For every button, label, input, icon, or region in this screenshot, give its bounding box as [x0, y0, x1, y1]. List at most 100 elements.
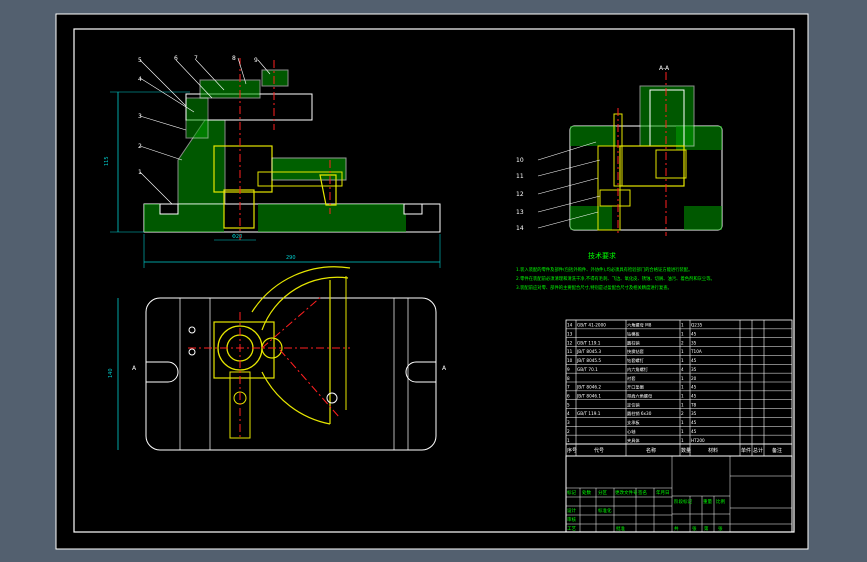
bom-cell: 圆柱销 — [627, 339, 640, 346]
bom-header: 数量 — [681, 447, 691, 454]
title-label: 设计 — [567, 507, 576, 514]
bom-cell: 1 — [681, 358, 684, 363]
bom-cell: 支承板 — [627, 419, 640, 426]
bom-cell: 8 — [567, 376, 570, 381]
bom-cell: 45 — [691, 429, 697, 434]
bom-cell: 35 — [691, 367, 697, 372]
title-label: 比例 — [716, 498, 725, 505]
bom-cell: 13 — [567, 332, 573, 337]
title-label: 阶段标记 — [674, 498, 692, 505]
title-label: 更改文件号 — [615, 489, 638, 496]
bom-cell: 45 — [691, 332, 697, 337]
front-callouts: 4 6 5 8 7 9 3 2 1 — [138, 55, 258, 176]
bom-cell: 4 — [567, 411, 570, 416]
bom-cell: 六角螺母 M8 — [627, 322, 652, 329]
title-label: 批准 — [616, 525, 625, 532]
dim-bore: Φ20 — [232, 234, 242, 240]
bom-cell: 1 — [681, 420, 684, 425]
view-marker-left: A — [132, 365, 137, 372]
title-label: 第 — [704, 525, 709, 532]
inner-frame — [73, 28, 795, 533]
tech-req-item: 1.装入装配的零件及部件(包括外购件、外协件),均必须具有检验部门的合格证方能进… — [516, 266, 692, 273]
title-label: 工艺 — [567, 526, 576, 532]
bom-cell: 1 — [567, 438, 570, 443]
bom-cell: 1 — [681, 332, 684, 337]
bom-header: 序号 — [567, 447, 577, 454]
dim-plan-height: 140 — [108, 368, 114, 378]
bom-cell: 1 — [681, 394, 684, 399]
bom-cell: 1 — [681, 349, 684, 354]
bom-cell: 6 — [567, 394, 570, 399]
bom-cell: 开口垫圈 — [627, 384, 644, 391]
section-callouts: 10 11 12 13 14 — [516, 157, 524, 232]
title-label: 处数 — [582, 489, 591, 496]
callout-label: 8 — [232, 55, 236, 62]
outer-border — [55, 13, 809, 550]
title-label: 标记 — [567, 489, 576, 496]
bom-header: 备注 — [772, 447, 782, 454]
plan-view — [117, 266, 437, 451]
callout-label: 4 — [138, 76, 142, 83]
tech-req-item: 2.零件在装配前必须清理和清洗干净,不得有毛刺、飞边、氧化皮、锈蚀、切屑、油污、… — [516, 275, 715, 282]
bom-cell: 1 — [681, 385, 684, 390]
bom-cell: 钻模板 — [627, 331, 640, 338]
title-label: 张 — [718, 525, 723, 532]
bom-cell: 圆柱销 6x30 — [627, 410, 652, 417]
callout-label: 5 — [138, 57, 142, 64]
bom-cell: 心轴 — [627, 428, 635, 435]
bom-cell: 35 — [691, 340, 697, 345]
bom-cell: 快换钻套 — [627, 348, 645, 355]
bom-cell: 11 — [567, 349, 573, 354]
tech-req-item: 3.装配前应对零、部件的主要配合尺寸,特别是过盈配合尺寸及相关精度进行复查。 — [516, 284, 672, 291]
title-label: 分区 — [598, 489, 607, 496]
bom-header: 代号 — [594, 447, 604, 454]
technical-requirements: 技术要求 1.装入装配的零件及部件(包括外购件、外协件),均必须具有检验部门的合… — [516, 251, 715, 291]
bom-cell: HT200 — [691, 438, 705, 443]
title-label: 签名 — [638, 489, 647, 496]
bom-cell: Q235 — [691, 323, 703, 328]
bom-cell: 1 — [681, 402, 684, 407]
tech-req-title: 技术要求 — [588, 251, 616, 260]
title-label: 共 — [674, 525, 679, 532]
callout-label: 13 — [516, 209, 524, 216]
callout-label: 2 — [138, 143, 142, 150]
bom-cell: 夹具体 — [627, 437, 640, 444]
bom-header: 名称 — [646, 447, 656, 454]
callout-label: 7 — [194, 55, 198, 62]
title-label: 年月日 — [656, 489, 670, 496]
section-view-title: A-A — [659, 65, 670, 72]
title-label: 审核 — [567, 516, 576, 523]
bom-cell: 35 — [691, 411, 697, 416]
callout-label: 11 — [516, 173, 524, 180]
bom-cell: 1 — [681, 323, 684, 328]
bom-header: 材料 — [708, 447, 718, 454]
bom-cell: 45 — [691, 358, 697, 363]
callout-label: 6 — [174, 55, 178, 62]
bom-cell: 1 — [681, 376, 684, 381]
bom-header: 总计 — [753, 447, 763, 454]
dim-width: 290 — [286, 255, 296, 261]
bom-cell: 1 — [681, 438, 684, 443]
bom-cell: 12 — [567, 340, 573, 345]
bom-cell: 2 — [567, 429, 570, 434]
title-label: 标准化 — [598, 507, 612, 514]
callout-label: 9 — [254, 57, 258, 64]
bom-cell: 14 — [567, 323, 573, 328]
bom-cell: 9 — [567, 367, 570, 372]
front-view — [110, 57, 441, 268]
bom-cell: JB/T 8046.1 — [576, 394, 601, 399]
bom-cell: 内六角螺钉 — [627, 366, 649, 373]
view-marker-right: A — [442, 365, 447, 372]
bom-cell: GB/T 119.1 — [577, 340, 601, 345]
bom-cell: GB/T 119.1 — [577, 411, 601, 416]
bom-cell: T8 — [690, 402, 697, 407]
bom-header: 单件 — [741, 447, 751, 454]
bom-cell: 45 — [691, 385, 697, 390]
bom-cell: 45 — [691, 420, 697, 425]
bom-cell: JB/T 8045.3 — [576, 349, 601, 354]
bom-cell: 45 — [691, 394, 697, 399]
bom-cell: 3 — [567, 420, 570, 425]
bom-cell: 衬套 — [627, 375, 636, 382]
callout-label: 3 — [138, 113, 142, 120]
bom-cell: 10 — [567, 358, 573, 363]
